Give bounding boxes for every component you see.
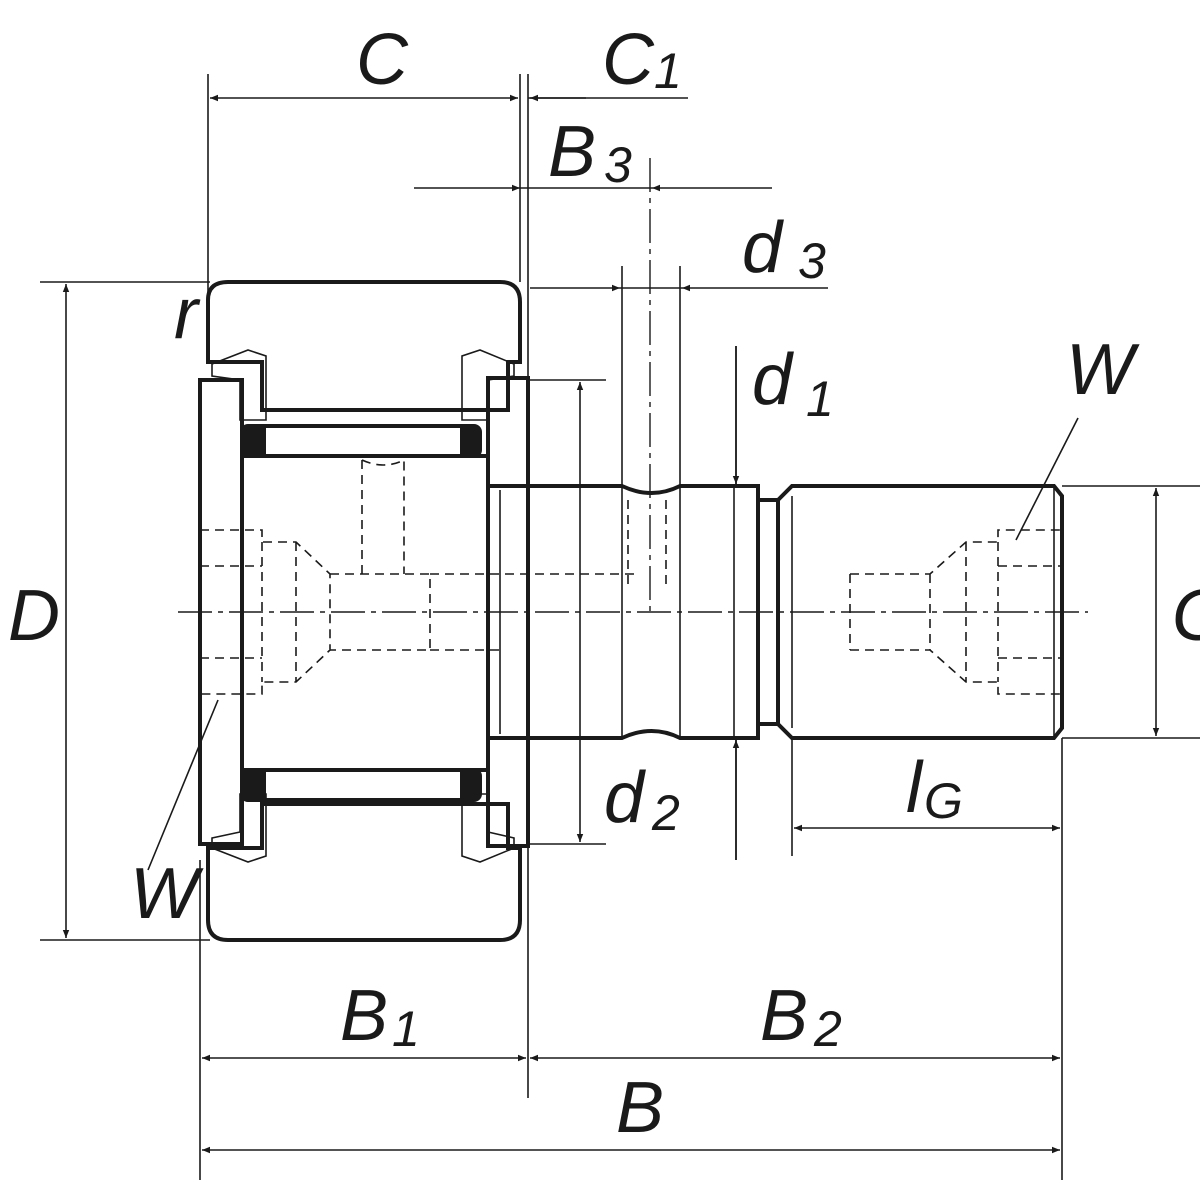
stud-thread xyxy=(776,484,1064,740)
label-lG-sub: G xyxy=(924,773,963,829)
labels: C C 1 B 3 d 3 d 1 d 2 W W r D G l G B 1 … xyxy=(8,20,1200,1148)
leader-W-left xyxy=(147,699,219,871)
needle-roller-lower-end-right xyxy=(460,772,480,798)
hidden-lines xyxy=(200,458,1062,695)
seal-lower-left xyxy=(211,793,267,863)
leader-lines xyxy=(147,417,1079,871)
label-B: B xyxy=(616,1068,664,1148)
label-B3-sub: 3 xyxy=(604,137,632,193)
needle-rollers xyxy=(240,424,482,802)
needle-roller-upper-end-left xyxy=(242,428,266,454)
label-d2: d xyxy=(604,758,646,838)
label-B3: B xyxy=(548,112,596,192)
label-B1: B xyxy=(340,976,388,1056)
label-C: C xyxy=(356,20,409,100)
label-d1-sub: 1 xyxy=(806,371,834,427)
needle-roller-upper-end-right xyxy=(460,428,480,454)
seal-upper-left xyxy=(211,349,267,421)
extension-lines xyxy=(40,74,1200,1180)
needle-roller-lower-end-left xyxy=(242,772,266,798)
label-d3-sub: 3 xyxy=(798,233,826,289)
label-r: r xyxy=(174,274,201,354)
label-d3: d xyxy=(742,208,784,288)
dimension-lines xyxy=(62,94,1160,1154)
leader-W-right xyxy=(1015,417,1079,541)
outer-ring xyxy=(206,280,522,942)
label-B2: B xyxy=(760,976,808,1056)
outer-ring-lower-section xyxy=(206,802,522,942)
label-G: G xyxy=(1172,576,1200,656)
label-d2-sub: 2 xyxy=(651,785,680,841)
hidden-radial-bore xyxy=(361,458,405,574)
label-D: D xyxy=(8,576,60,656)
needle-roller-lower xyxy=(240,768,482,802)
label-B2-sub: 2 xyxy=(813,1001,842,1057)
hidden-head-socket xyxy=(200,529,331,695)
stud-body-inner-edges xyxy=(242,454,488,772)
center-lines xyxy=(178,158,1088,613)
label-d1: d xyxy=(752,340,794,420)
hidden-lube-hole xyxy=(627,500,667,584)
stud-shaft xyxy=(526,484,760,740)
label-C1: C xyxy=(602,20,655,100)
needle-roller-upper xyxy=(240,424,482,458)
outer-ring-upper-section xyxy=(206,280,522,412)
label-B1-sub: 1 xyxy=(392,1001,420,1057)
label-lG: l xyxy=(906,748,924,828)
hidden-axial-bore xyxy=(330,573,636,651)
label-W-right: W xyxy=(1066,330,1140,410)
label-C1-sub: 1 xyxy=(654,43,682,99)
label-W-left: W xyxy=(130,854,204,934)
